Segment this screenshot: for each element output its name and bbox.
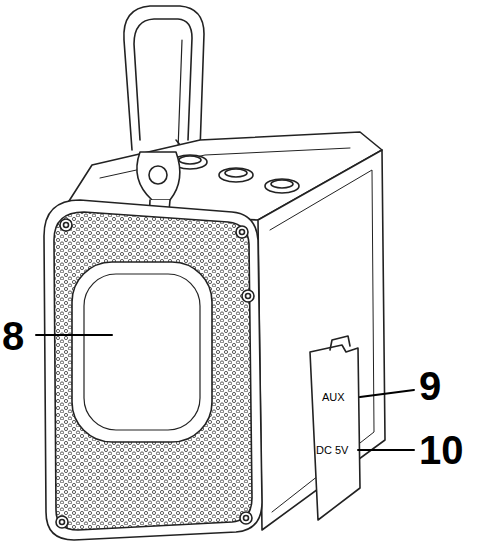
- speaker-grille: [54, 212, 252, 530]
- port-label: DC 5V: [316, 445, 348, 456]
- port-label: AUX: [322, 392, 345, 403]
- front-frame: [44, 200, 262, 540]
- leader-line: [358, 449, 414, 451]
- callout-number: 8: [2, 316, 24, 356]
- centre-pad: [72, 262, 212, 442]
- callout-number: 9: [419, 366, 441, 406]
- side-face: [258, 150, 385, 530]
- callout-number: 10: [419, 430, 464, 470]
- carabiner-inner: [134, 19, 192, 140]
- carabiner: [124, 6, 204, 150]
- leader-line: [360, 390, 414, 397]
- leader-line: [36, 334, 112, 336]
- port-door: [310, 345, 360, 520]
